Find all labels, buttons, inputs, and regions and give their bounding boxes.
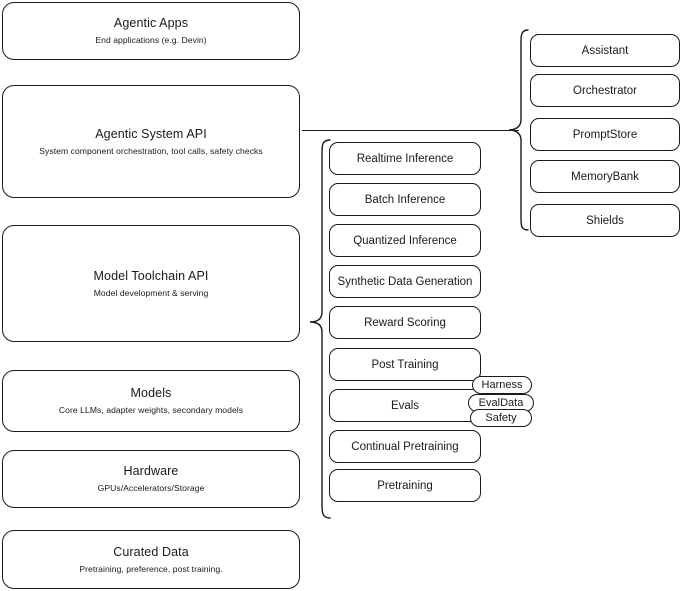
stack-layer-agentic-system-api[interactable]: Agentic System API System component orch… [2, 85, 300, 198]
toolchain-item-reward-scoring[interactable]: Reward Scoring [329, 306, 481, 339]
pill-label: EvalData [478, 397, 524, 409]
agentic-item-promptstore[interactable]: PromptStore [530, 118, 680, 151]
evals-badge-harness[interactable]: Harness [472, 376, 532, 394]
chip-label: Realtime Inference [356, 152, 454, 165]
pill-label: Harness [481, 379, 523, 391]
chip-label: PromptStore [572, 128, 638, 141]
toolchain-item-continual-pretraining[interactable]: Continual Pretraining [329, 430, 481, 463]
layer-title: Agentic System API [95, 126, 207, 141]
stack-layer-hardware[interactable]: Hardware GPUs/Accelerators/Storage [2, 450, 300, 508]
agentic-item-memorybank[interactable]: MemoryBank [530, 160, 680, 193]
agentic-item-assistant[interactable]: Assistant [530, 34, 680, 67]
chip-label: Reward Scoring [364, 316, 446, 329]
layer-title: Models [130, 386, 172, 401]
layer-subtitle: Pretraining, preference, post training. [79, 563, 223, 574]
chip-label: Post Training [371, 358, 439, 371]
agentic-item-shields[interactable]: Shields [530, 204, 680, 237]
chip-label: Pretraining [377, 479, 433, 492]
layer-title: Curated Data [113, 544, 189, 559]
toolchain-item-batch-inference[interactable]: Batch Inference [329, 183, 481, 216]
evals-badge-evaldata[interactable]: EvalData [468, 394, 534, 412]
evals-badge-safety[interactable]: Safety [470, 409, 532, 427]
chip-label: Synthetic Data Generation [337, 275, 473, 288]
layer-subtitle: Model development & serving [93, 287, 209, 298]
brace-model-toolchain [308, 138, 332, 520]
toolchain-item-realtime-inference[interactable]: Realtime Inference [329, 142, 481, 175]
connector-agentic-system-to-components [302, 130, 519, 132]
chip-label: Batch Inference [364, 193, 446, 206]
chip-label: Assistant [581, 44, 629, 57]
chip-label: Quantized Inference [353, 234, 457, 247]
toolchain-item-quantized-inference[interactable]: Quantized Inference [329, 224, 481, 257]
chip-label: MemoryBank [571, 170, 639, 183]
brace-agentic-system [506, 28, 530, 232]
stack-layer-agentic-apps[interactable]: Agentic Apps End applications (e.g. Devi… [2, 2, 300, 60]
chip-label: Continual Pretraining [351, 440, 459, 453]
toolchain-item-evals[interactable]: Evals [329, 389, 481, 422]
layer-title: Agentic Apps [113, 16, 189, 31]
layer-subtitle: End applications (e.g. Devin) [95, 35, 207, 46]
stack-layer-curated-data[interactable]: Curated Data Pretraining, preference, po… [2, 530, 300, 589]
toolchain-item-pretraining[interactable]: Pretraining [329, 469, 481, 502]
layer-title: Model Toolchain API [93, 268, 209, 283]
chip-label: Orchestrator [573, 84, 637, 97]
pill-label: Safety [485, 412, 517, 424]
agentic-item-orchestrator[interactable]: Orchestrator [530, 74, 680, 107]
chip-label: Evals [390, 399, 420, 412]
layer-subtitle: System component orchestration, tool cal… [39, 145, 263, 156]
toolchain-item-synthetic-data-generation[interactable]: Synthetic Data Generation [329, 265, 481, 298]
stack-layer-model-toolchain-api[interactable]: Model Toolchain API Model development & … [2, 225, 300, 342]
layer-subtitle: GPUs/Accelerators/Storage [97, 483, 205, 494]
layer-subtitle: Core LLMs, adapter weights, secondary mo… [58, 405, 244, 416]
toolchain-item-post-training[interactable]: Post Training [329, 348, 481, 381]
chip-label: Shields [586, 214, 624, 227]
stack-layer-models[interactable]: Models Core LLMs, adapter weights, secon… [2, 370, 300, 432]
layer-title: Hardware [123, 464, 179, 479]
